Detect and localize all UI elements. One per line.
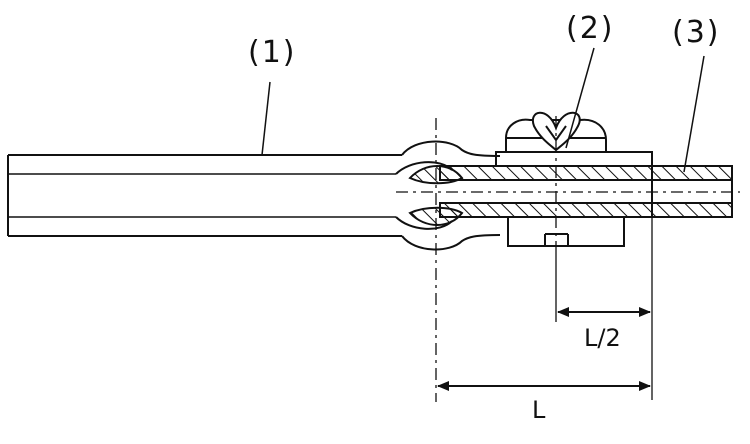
leader-lines xyxy=(261,47,705,173)
tube-3 xyxy=(439,165,733,218)
dimension-arrows xyxy=(437,307,651,391)
reference-lines xyxy=(396,116,740,402)
pipe-1 xyxy=(7,140,501,251)
dimension-half-length-label: L/2 xyxy=(584,324,621,352)
callout-part-1: (1) xyxy=(248,35,297,70)
clamp-2 xyxy=(495,111,653,247)
callout-part-2: (2) xyxy=(566,11,615,46)
dimension-length-label: L xyxy=(532,396,546,424)
extension-lines xyxy=(555,217,653,400)
callout-part-3: (3) xyxy=(672,15,721,50)
